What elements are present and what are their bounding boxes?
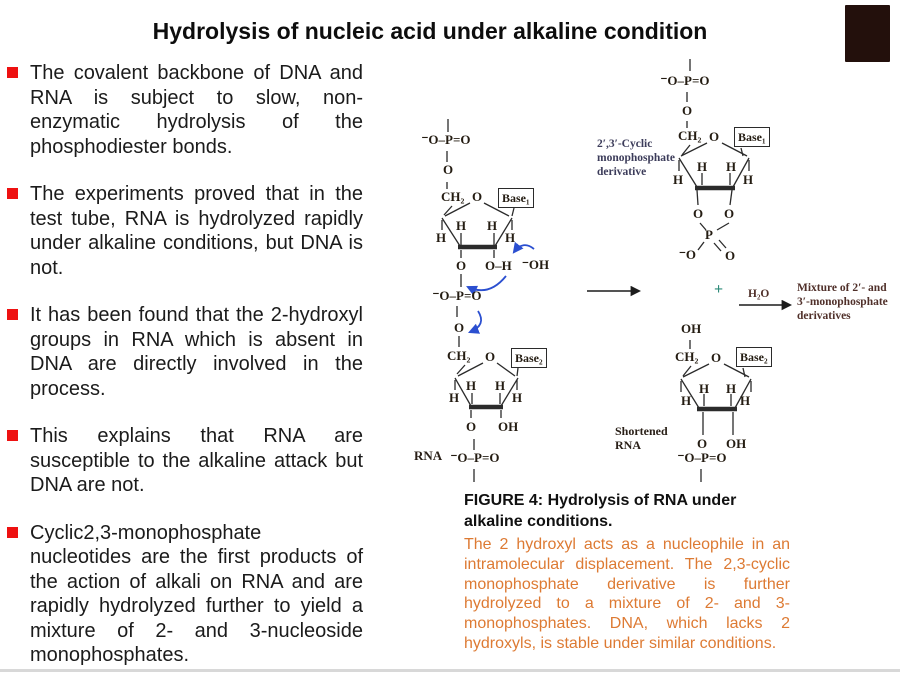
h2o-label: H₂O: [748, 288, 770, 300]
oxygen-label: O: [466, 419, 477, 434]
bullet-text: Cyclic2,3-monophosphate nucleotides are …: [30, 521, 363, 667]
h-label: H: [726, 159, 737, 174]
bullet-square-icon: [7, 67, 18, 78]
phosphate-label: ⁻O–P=O: [421, 132, 471, 147]
list-item: It has been found that the 2-hydroxyl gr…: [7, 303, 363, 401]
figure-caption-heading: FIGURE 4: Hydrolysis of RNA under alkali…: [464, 492, 737, 530]
ch2-label: CH₂: [678, 128, 702, 143]
bullet-list: The covalent backbone of DNA and RNA is …: [7, 61, 363, 691]
oxygen-label: O: [725, 248, 736, 263]
bullet-square-icon: [7, 188, 18, 199]
base2-box: Base₂: [736, 347, 772, 367]
h-label: H: [681, 393, 692, 408]
list-item: The experiments proved that in the test …: [7, 182, 363, 280]
bullet-text: The experiments proved that in the test …: [30, 183, 363, 279]
bullet-square-icon: [7, 309, 18, 320]
curved-arrow-icon: [512, 241, 535, 254]
plus-sign: +: [714, 281, 724, 298]
ch2-label: CH₂: [675, 349, 699, 364]
ring-oxygen-label: O: [711, 350, 722, 365]
structure2-bonds: [678, 59, 750, 252]
bullet-square-icon: [7, 430, 18, 441]
h-label: H: [743, 172, 754, 187]
h-label: H: [449, 390, 460, 405]
oxygen-label: O: [443, 162, 454, 177]
phosphate-label: ⁻O–P=O: [450, 450, 500, 465]
base1-box: Base₁: [734, 127, 770, 147]
bullet-text: The covalent backbone of DNA and RNA is …: [30, 62, 363, 158]
h-label: H: [697, 159, 708, 174]
oh-label: OH: [498, 419, 519, 434]
figure-caption-body: The 2 hydroxyl acts as a nucleophile in …: [464, 536, 790, 652]
figure-caption: FIGURE 4: Hydrolysis of RNA under alkali…: [464, 490, 897, 654]
rna-label: RNA: [414, 448, 443, 463]
curved-arrow-icon: [466, 275, 507, 296]
h-label: H: [436, 230, 447, 245]
slide: { "title": "Hydrolysis of nucleic acid u…: [0, 5, 900, 672]
bullet-text: This explains that RNA are susceptible t…: [30, 425, 363, 496]
h-label: H: [740, 393, 751, 408]
hydroxide-label: ⁻OH: [522, 257, 550, 272]
page-title: Hydrolysis of nucleic acid under alkalin…: [152, 18, 708, 44]
ch2-label: CH₂: [441, 189, 465, 204]
base1-box: Base₁: [498, 188, 534, 208]
ring-oxygen-label: O: [485, 349, 496, 364]
h-label: H: [456, 218, 467, 233]
bullet-square-icon: [7, 526, 18, 538]
shortened-rna-label: Shortened RNA: [615, 424, 668, 452]
mixture-label: Mixture of 2′- and 3′-monophosphate deri…: [797, 282, 888, 322]
curved-arrow-icons: [466, 241, 535, 334]
oxygen-label: O: [724, 206, 735, 221]
oxygen-label: O: [454, 320, 465, 335]
list-item: This explains that RNA are susceptible t…: [7, 424, 363, 498]
curved-arrow-icon: [468, 310, 482, 334]
h-label: H: [512, 390, 523, 405]
list-item: Cyclic2,3-monophosphate nucleotides are …: [7, 521, 363, 668]
phosphate-label: ⁻O–P=O: [660, 73, 710, 88]
minus-o-label: ⁻O: [679, 247, 696, 262]
bullet-text: It has been found that the 2-hydroxyl gr…: [30, 304, 363, 400]
structure1-bonds: [441, 119, 519, 482]
diagram-bonds-svg: [441, 59, 793, 482]
oxygen-label: O: [682, 103, 693, 118]
ch2-label: CH₂: [447, 348, 471, 363]
corner-photo: [845, 5, 890, 62]
ring-oxygen-label: O: [472, 189, 483, 204]
oh-label: OH: [681, 321, 702, 336]
h-label: H: [505, 230, 516, 245]
oxygen-label: O: [693, 206, 704, 221]
phosphorus-label: P: [705, 227, 713, 242]
oh-label: OH: [726, 436, 747, 451]
h-label: H: [487, 218, 498, 233]
bottom-divider: [0, 669, 900, 672]
h-label: H: [673, 172, 684, 187]
phosphate-label: ⁻O–P=O: [677, 450, 727, 465]
ring-oxygen-label: O: [709, 129, 720, 144]
cyclic-derivative-label: 2′,3′-Cyclic monophosphate derivative: [597, 138, 675, 178]
list-item: The covalent backbone of DNA and RNA is …: [7, 61, 363, 159]
h-label: H: [726, 381, 737, 396]
phosphate-label: ⁻O–P=O: [432, 288, 482, 303]
base2-box: Base₂: [511, 348, 547, 368]
structure3-bonds: [680, 340, 752, 482]
oxygen-label: O: [456, 258, 467, 273]
h-label: H: [466, 378, 477, 393]
h-label: H: [495, 378, 506, 393]
oxygen-label: O: [697, 436, 708, 451]
h-label: H: [699, 381, 710, 396]
o-h-label: O–H: [485, 258, 512, 273]
